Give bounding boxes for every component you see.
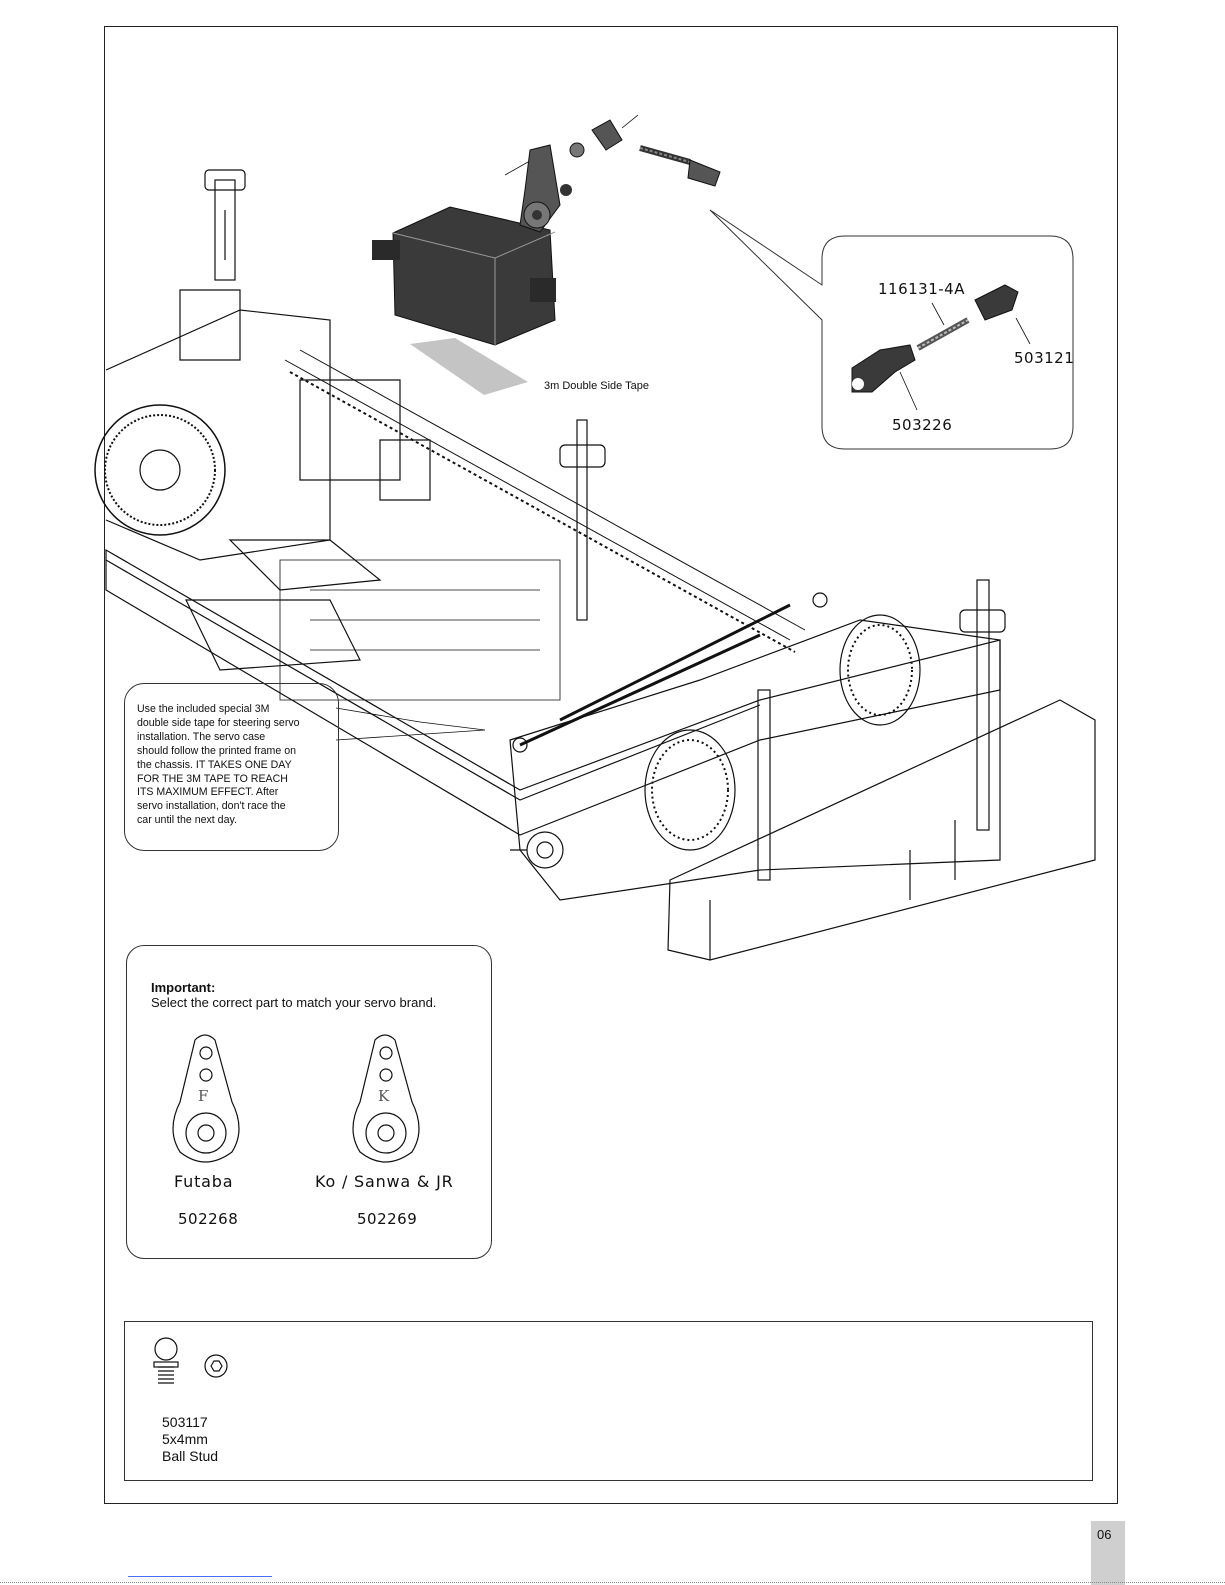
ball-stud-drawing bbox=[153, 1337, 228, 1384]
page-number: 06 bbox=[1097, 1527, 1112, 1542]
note-line: FOR THE 3M TAPE TO REACH bbox=[137, 772, 288, 785]
note-line: ITS MAXIMUM EFFECT. After bbox=[137, 786, 279, 799]
note-line: Use the included special 3M bbox=[137, 703, 270, 715]
servo-drawing bbox=[372, 206, 556, 346]
horn-futaba-drawing bbox=[172, 1034, 240, 1163]
part-label-503226: 503226 bbox=[892, 416, 953, 434]
horn-sanwa-drawing bbox=[352, 1034, 420, 1163]
note-line: installation. The servo case bbox=[137, 730, 266, 743]
important-title: Important: bbox=[151, 980, 216, 995]
page-number-tab bbox=[1091, 1521, 1125, 1585]
note-line: car until the next day. bbox=[137, 814, 237, 827]
linkage-callout-bubble bbox=[709, 209, 1074, 450]
hardware-name: Ball Stud bbox=[162, 1448, 219, 1464]
tape-drawing bbox=[410, 338, 528, 395]
tape-label: 3m Double Side Tape bbox=[544, 380, 649, 392]
hardware-size: 5x4mm bbox=[162, 1431, 208, 1447]
note-line: should follow the printed frame on bbox=[137, 744, 296, 757]
installation-note-text: Use the included special 3M double side … bbox=[137, 703, 337, 828]
brand-sanwa-jr: Ko / Sanwa & JR bbox=[315, 1172, 454, 1191]
important-text: Select the correct part to match your se… bbox=[151, 995, 437, 1010]
important-box bbox=[126, 945, 492, 1259]
part-502268: 502268 bbox=[178, 1210, 239, 1228]
part-label-116131-4a: 116131-4A bbox=[878, 280, 965, 298]
note-line: servo installation, don't race the bbox=[137, 800, 286, 813]
part-label-503121: 503121 bbox=[1014, 349, 1075, 367]
page-frame bbox=[104, 26, 1118, 1504]
footer-divider bbox=[0, 1582, 1225, 1583]
note-line: double side tape for steering servo bbox=[137, 716, 300, 729]
hardware-part-number: 503117 bbox=[162, 1414, 208, 1430]
hardware-bag-box bbox=[124, 1321, 1093, 1481]
footer-link-underline[interactable] bbox=[128, 1576, 272, 1577]
note-line: the chassis. IT TAKES ONE DAY bbox=[137, 758, 292, 771]
linkage-exploded-drawing bbox=[851, 284, 1031, 411]
horn-mark-f: F bbox=[198, 1087, 209, 1105]
part-502269: 502269 bbox=[357, 1210, 418, 1228]
brand-futaba: Futaba bbox=[174, 1172, 234, 1191]
linkage-drawing bbox=[591, 114, 721, 187]
servo-horn-drawing bbox=[504, 142, 585, 233]
installation-note-box bbox=[124, 683, 339, 851]
horn-mark-k: K bbox=[378, 1087, 390, 1105]
